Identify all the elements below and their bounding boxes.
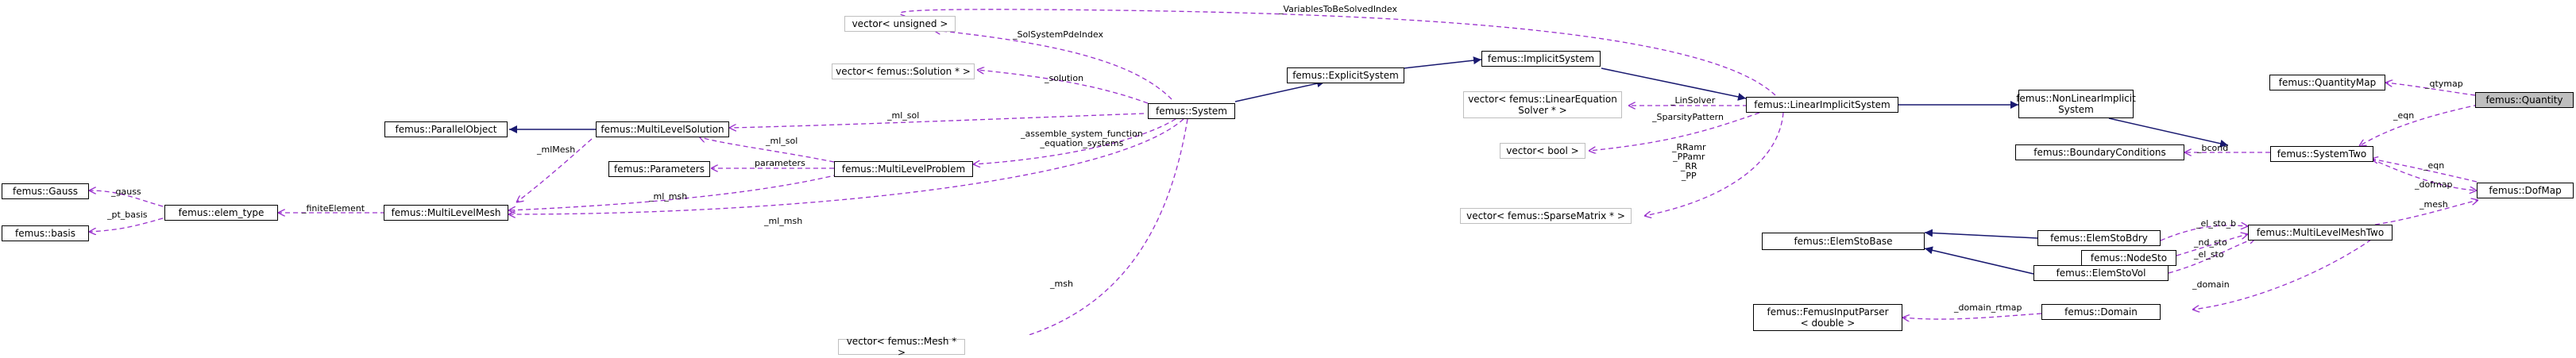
- edge-elemtype-gauss: [89, 191, 164, 207]
- node-vector-sparse[interactable]: vector< femus::SparseMatrix * >: [1460, 208, 1632, 224]
- label-pt-basis: _pt_basis: [107, 210, 148, 220]
- label-nd-sto: _nd_sto: [2194, 237, 2227, 248]
- label-domain: _domain: [2192, 279, 2230, 290]
- label-lin-solver: _LinSolver: [1670, 95, 1716, 106]
- edge-elemstovol-mlmeshtwo: [2168, 238, 2256, 274]
- node-vector-lineq[interactable]: vector< femus::LinearEquation Solver * >: [1463, 91, 1622, 118]
- label-ml-sol-problem: _ml_sol: [766, 136, 798, 146]
- label-sol-system-pde-index: _SolSystemPdeIndex: [1013, 29, 1103, 40]
- node-gauss[interactable]: femus::Gauss: [2, 183, 89, 199]
- node-vector-mesh[interactable]: vector< femus::Mesh * >: [838, 336, 965, 358]
- edge-system-explicit: [1234, 79, 1326, 102]
- label-bcond: _bcond: [2197, 143, 2229, 153]
- edge-quantity-quantitymap: [2385, 83, 2476, 96]
- label-ml-msh-system: _ml_msh: [764, 216, 803, 226]
- label-msh: _msh: [1050, 279, 1073, 289]
- label-sparsity-pattern: _SparsityPattern: [1652, 112, 1724, 122]
- edge-explicit-implicit: [1403, 56, 1482, 69]
- node-system[interactable]: femus::System: [1148, 103, 1235, 119]
- node-basis[interactable]: femus::basis: [2, 225, 89, 241]
- edge-linimplicit-vectorsparse: [1644, 112, 1784, 216]
- label-ml-sol-system: _ml_sol: [887, 110, 920, 121]
- node-elem-sto-vol[interactable]: femus::ElemStoVol: [2033, 265, 2169, 281]
- edge-nodesto-mlmeshtwo: [2176, 234, 2248, 256]
- node-parallel-object[interactable]: femus::ParallelObject: [384, 121, 508, 137]
- node-femus-input-parser[interactable]: femus::FemusInputParser < double >: [1753, 304, 1902, 331]
- edge-quantity-systemtwo: [2359, 104, 2479, 146]
- edge-domain-mlmeshtwo: [2192, 239, 2372, 310]
- node-elem-type[interactable]: femus::elem_type: [164, 205, 278, 221]
- edge-elemstovol-base: [1924, 246, 2034, 275]
- node-explicit-system[interactable]: femus::ExplicitSystem: [1287, 67, 1404, 83]
- node-vector-bool[interactable]: vector< bool >: [1500, 143, 1585, 159]
- label-ml-msh-problem: _ml_msh: [649, 191, 688, 202]
- edge-linimplicit-vectorbool: [1589, 112, 1760, 151]
- label-qtymap: _qtymap: [2425, 79, 2463, 89]
- node-nonlinear-implicit-system[interactable]: femus::NonLinearImplicit System: [2016, 90, 2136, 118]
- edge-system-mlp: [973, 118, 1176, 164]
- edge-mls-multilevelmesh: [516, 138, 593, 202]
- label-mesh: _mesh: [2420, 199, 2448, 210]
- edge-mlp-multilevelmesh: [508, 174, 839, 210]
- node-quantity[interactable]: femus::Quantity: [2475, 92, 2574, 108]
- edge-implicit-linimplicit: [1601, 67, 1747, 101]
- node-linear-implicit-system[interactable]: femus::LinearImplicitSystem: [1746, 97, 1898, 113]
- label-finite-element: _finiteElement: [302, 203, 365, 214]
- label-dofmap: _dofmap: [2415, 179, 2453, 190]
- node-elem-sto-base[interactable]: femus::ElemStoBase: [1762, 233, 1925, 250]
- node-system-two[interactable]: femus::SystemTwo: [2270, 146, 2373, 162]
- node-implicit-system[interactable]: femus::ImplicitSystem: [1481, 51, 1601, 67]
- node-multilevel-problem[interactable]: femus::MultiLevelProblem: [834, 161, 973, 177]
- edge-system-vectormesh: [1026, 118, 1188, 335]
- node-multilevel-mesh-two[interactable]: femus::MultiLevelMeshTwo: [2248, 225, 2393, 241]
- node-multilevel-mesh[interactable]: femus::MultiLevelMesh: [384, 205, 508, 221]
- label-domain-rtmap: _domain_rtmap: [1954, 302, 2022, 313]
- edge-system-vectorunsigned: [933, 30, 1172, 100]
- node-node-sto[interactable]: femus::NodeSto: [2081, 250, 2176, 266]
- node-dof-map[interactable]: femus::DofMap: [2477, 183, 2574, 198]
- edge-system-vectorsolution: [977, 70, 1149, 104]
- node-vector-unsigned[interactable]: vector< unsigned >: [844, 16, 956, 32]
- edge-mlp-mls: [699, 137, 835, 163]
- node-domain[interactable]: femus::Domain: [2041, 304, 2161, 320]
- edge-elemtype-basis: [89, 217, 164, 232]
- collaboration-graph: [0, 9, 2576, 335]
- edge-system-mls: [729, 113, 1145, 128]
- label-assemble: _assemble_system_function _equation_syst…: [1021, 129, 1143, 148]
- label-solution: _solution: [1045, 73, 1084, 83]
- label-variables-to-be-solved-index: _VariablesToBeSolvedIndex: [1279, 4, 1397, 14]
- label-gauss: _gauss: [111, 187, 141, 197]
- label-rr-pp: _RRamr _PPamr _RR _PP: [1672, 142, 1706, 181]
- node-boundary-conditions[interactable]: femus::BoundaryConditions: [2015, 144, 2184, 160]
- node-multilevel-solution[interactable]: femus::MultiLevelSolution: [596, 121, 729, 137]
- node-vector-solution[interactable]: vector< femus::Solution * >: [832, 64, 975, 79]
- label-ml-mesh-solution: _mlMesh: [537, 144, 576, 155]
- node-quantity-map[interactable]: femus::QuantityMap: [2269, 75, 2385, 90]
- edge-domain-inputparser: [1902, 313, 2042, 319]
- edge-elemstobdry-mlmeshtwo: [2160, 225, 2248, 241]
- label-parameters: parameters: [755, 158, 805, 168]
- edge-nonlin-systemtwo: [2108, 117, 2229, 148]
- edge-mlmeshtwo-systemtwo: [2374, 200, 2478, 225]
- label-el-sto: _el_sto: [2194, 249, 2224, 260]
- node-parameters[interactable]: femus::Parameters: [608, 161, 710, 177]
- edge-elemstobdry-base: [1924, 229, 2038, 239]
- edge-dofmap-systemtwo: [2371, 159, 2478, 183]
- label-el-sto-b: _el_sto_b: [2196, 218, 2237, 229]
- node-elem-sto-bdry[interactable]: femus::ElemStoBdry: [2037, 230, 2161, 246]
- label-eqn-dofmap: _eqn: [2423, 160, 2445, 171]
- label-eqn-quantity: _eqn: [2393, 110, 2415, 121]
